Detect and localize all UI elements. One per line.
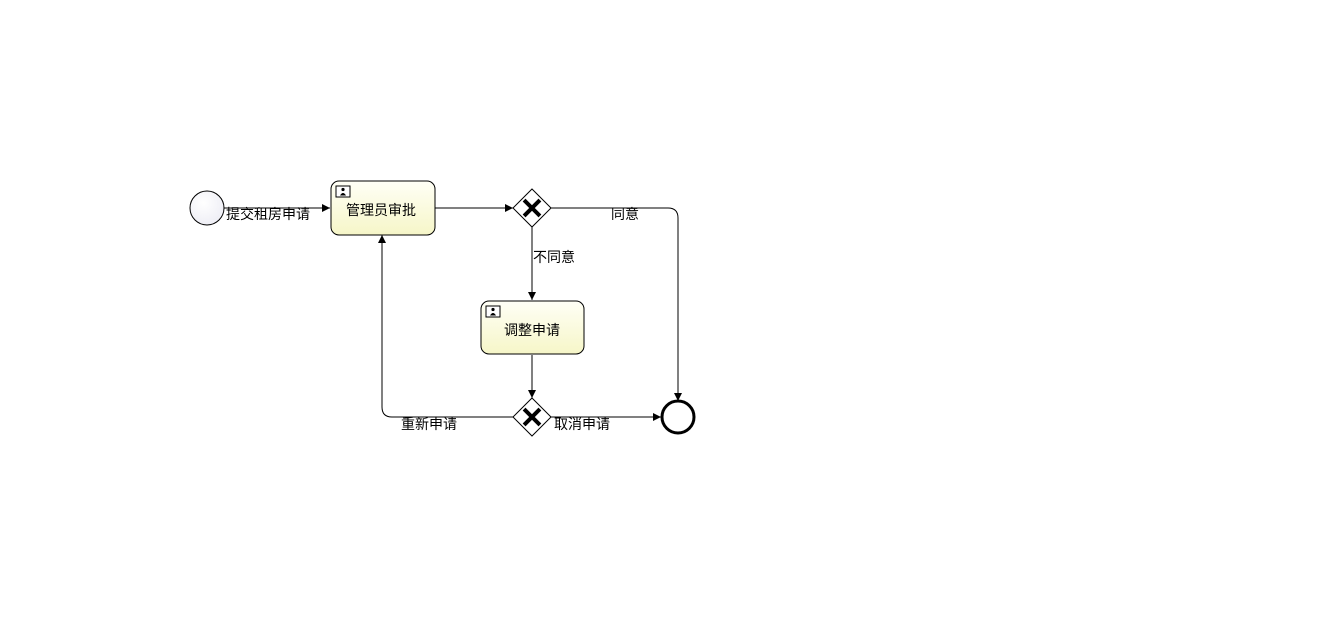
flow-submit-label: 提交租房申请 — [226, 206, 310, 223]
flow-reapply-line[interactable] — [378, 235, 513, 418]
exclusive-gateway-x-icon — [522, 407, 542, 427]
exclusive-gateway-x-icon — [522, 198, 542, 218]
user-task-icon — [485, 305, 501, 318]
resubmit-gateway[interactable] — [512, 397, 552, 437]
task-admin-approve[interactable]: 管理员审批 — [330, 180, 436, 236]
flow-disagree-label: 不同意 — [533, 249, 575, 266]
user-task-icon — [335, 185, 351, 198]
end-event-circle[interactable] — [660, 399, 696, 435]
task-admin-approve-label: 管理员审批 — [346, 203, 416, 219]
approval-gateway[interactable] — [512, 188, 552, 228]
flow-agree-line[interactable] — [551, 207, 682, 401]
task-adjust-request-label: 调整申请 — [504, 323, 560, 339]
task-adjust-request[interactable]: 调整申请 — [480, 300, 585, 355]
flow-reapply-label: 重新申请 — [401, 417, 457, 433]
flow-cancel-label: 取消申请 — [554, 417, 610, 433]
start-event-circle[interactable] — [189, 190, 225, 226]
flow-agree-label: 同意 — [611, 206, 639, 223]
